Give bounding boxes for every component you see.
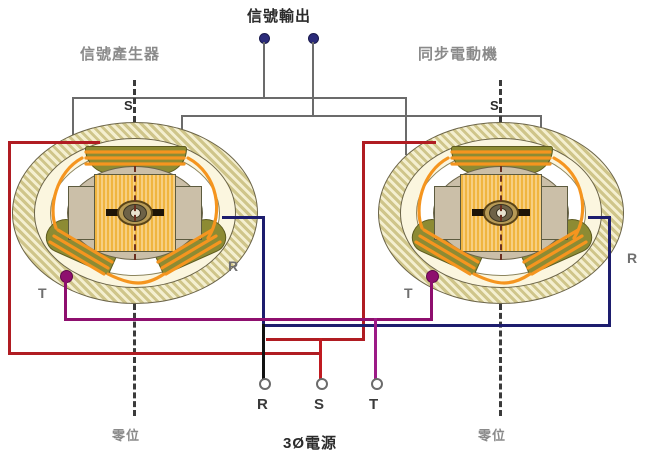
rotor-centerline	[134, 166, 136, 260]
coil-br-3	[530, 240, 588, 276]
phase-s-bottom-run-right	[266, 338, 365, 341]
phase-s-bottom-run-left	[8, 352, 319, 355]
phase-s-right-vertical	[362, 141, 365, 340]
coil-link-bottom	[106, 272, 166, 285]
coil-link-bottom	[472, 272, 532, 285]
left-zero-label: 零位	[112, 428, 141, 443]
phase-s-left-vertical	[8, 141, 11, 355]
left-machine-label: 信號產生器	[80, 46, 161, 63]
synchronous-motor-machine	[378, 122, 624, 304]
diagram-title: 信號輸出	[247, 8, 312, 25]
coil-br-2	[160, 234, 218, 270]
rotor-wing-right	[540, 186, 568, 240]
coil-br-1	[156, 228, 214, 264]
phase-r-left-lead	[222, 216, 264, 219]
rotor-bus-1-top	[72, 97, 406, 99]
coil-bl-2	[418, 234, 476, 270]
stator-winding-group	[48, 150, 222, 285]
coil-bl-1	[422, 228, 480, 264]
phase-s-right-top-lead	[362, 141, 436, 144]
right-zero-label: 零位	[478, 428, 507, 443]
phase-t-bus	[64, 318, 432, 321]
rotor-wing-left	[434, 186, 462, 240]
right-axis-line-lower	[499, 304, 502, 416]
coil-link-top-left	[417, 156, 450, 230]
rotor-wing-right	[174, 186, 202, 240]
coil-bl-2	[52, 234, 110, 270]
source-terminal-s[interactable]	[316, 378, 328, 390]
right-axis-label-s: S	[490, 98, 499, 113]
source-label-t: T	[369, 396, 379, 413]
phase-s-source-drop	[319, 338, 322, 384]
right-axis-line-upper	[499, 80, 502, 122]
source-terminal-r[interactable]	[259, 378, 271, 390]
coil-link-top-left	[51, 156, 84, 230]
coil-link-top-right	[186, 156, 219, 240]
phase-t-source-drop	[374, 318, 377, 384]
coil-br-3	[164, 240, 222, 276]
rotor-wing-left	[68, 186, 96, 240]
left-machine-terminal-t-label: T	[38, 285, 47, 301]
phase-r-left-vertical	[262, 216, 265, 327]
coil-bl-3	[48, 240, 106, 276]
coil-br-2	[526, 234, 584, 270]
phase-t-right-drop	[430, 276, 433, 321]
left-machine-terminal-r-label: R	[228, 258, 239, 274]
coil-bl-3	[414, 240, 472, 276]
signal-generator-machine	[12, 122, 258, 304]
output-lead-1	[263, 42, 265, 98]
right-machine-label: 同步電動機	[418, 46, 499, 63]
output-lead-2	[312, 42, 314, 116]
phase-t-left-drop	[64, 276, 67, 321]
power-source-label: 3Ø電源	[283, 435, 338, 452]
source-label-r: R	[257, 396, 268, 413]
coil-br-1	[522, 228, 580, 264]
left-axis-line-lower	[133, 304, 136, 416]
source-terminal-t[interactable]	[371, 378, 383, 390]
left-axis-line-upper	[133, 80, 136, 122]
rotor-bus-1-left-drop	[72, 97, 74, 155]
coil-bl-1	[56, 228, 114, 264]
phase-r-right-vertical	[608, 216, 611, 327]
coil-link-top-right	[552, 156, 585, 240]
left-axis-label-s: S	[124, 98, 133, 113]
right-machine-terminal-t-label: T	[404, 285, 413, 301]
phase-r-source-drop	[262, 324, 265, 384]
source-label-s: S	[314, 396, 325, 413]
phase-s-left-top-lead	[8, 141, 100, 144]
rotor-bus-1-right-drop	[405, 97, 407, 155]
right-machine-terminal-r-label: R	[627, 250, 638, 266]
stator-winding-group	[414, 150, 588, 285]
phase-r-right-lead	[588, 216, 611, 219]
phase-r-bus	[262, 324, 611, 327]
rotor-bus-2-top	[181, 115, 541, 117]
rotor-centerline	[500, 166, 502, 260]
